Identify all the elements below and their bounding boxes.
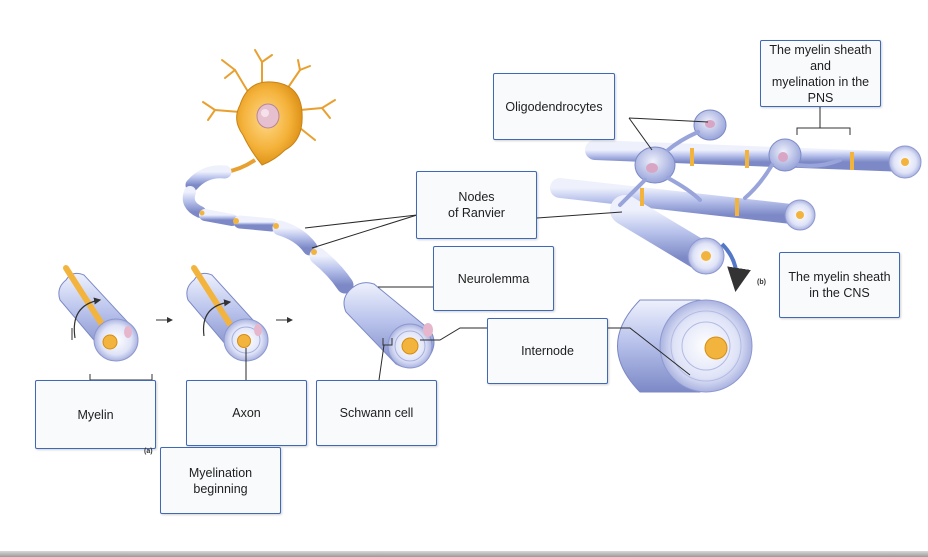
- neuron: [182, 49, 435, 369]
- label-internode[interactable]: Internode: [487, 318, 608, 384]
- label-myelin-sheath-pns[interactable]: The myelin sheath and myelination in the…: [760, 40, 881, 107]
- label-neurolemma[interactable]: Neurolemma: [433, 246, 554, 311]
- label-axon[interactable]: Axon: [186, 380, 307, 446]
- myelination-stage-2: [186, 265, 269, 362]
- bottom-scrollbar-edge: [0, 551, 928, 557]
- cns-oligodendrocyte-network: [550, 109, 922, 292]
- label-nodes-of-ranvier[interactable]: Nodes of Ranvier: [416, 171, 537, 239]
- panel-tag-a: (a): [144, 448, 153, 455]
- label-schwann-cell[interactable]: Schwann cell: [316, 380, 437, 446]
- label-myelin-sheath-cns[interactable]: The myelin sheath in the CNS: [779, 252, 900, 318]
- label-myelination-beginning[interactable]: Myelination beginning: [160, 447, 281, 514]
- internode-cross-section: [617, 299, 753, 393]
- panel-tag-b: (b): [757, 279, 766, 286]
- label-myelin[interactable]: Myelin: [35, 380, 156, 449]
- myelination-stage-1: [58, 265, 139, 362]
- label-oligodendrocytes[interactable]: Oligodendrocytes: [493, 73, 615, 140]
